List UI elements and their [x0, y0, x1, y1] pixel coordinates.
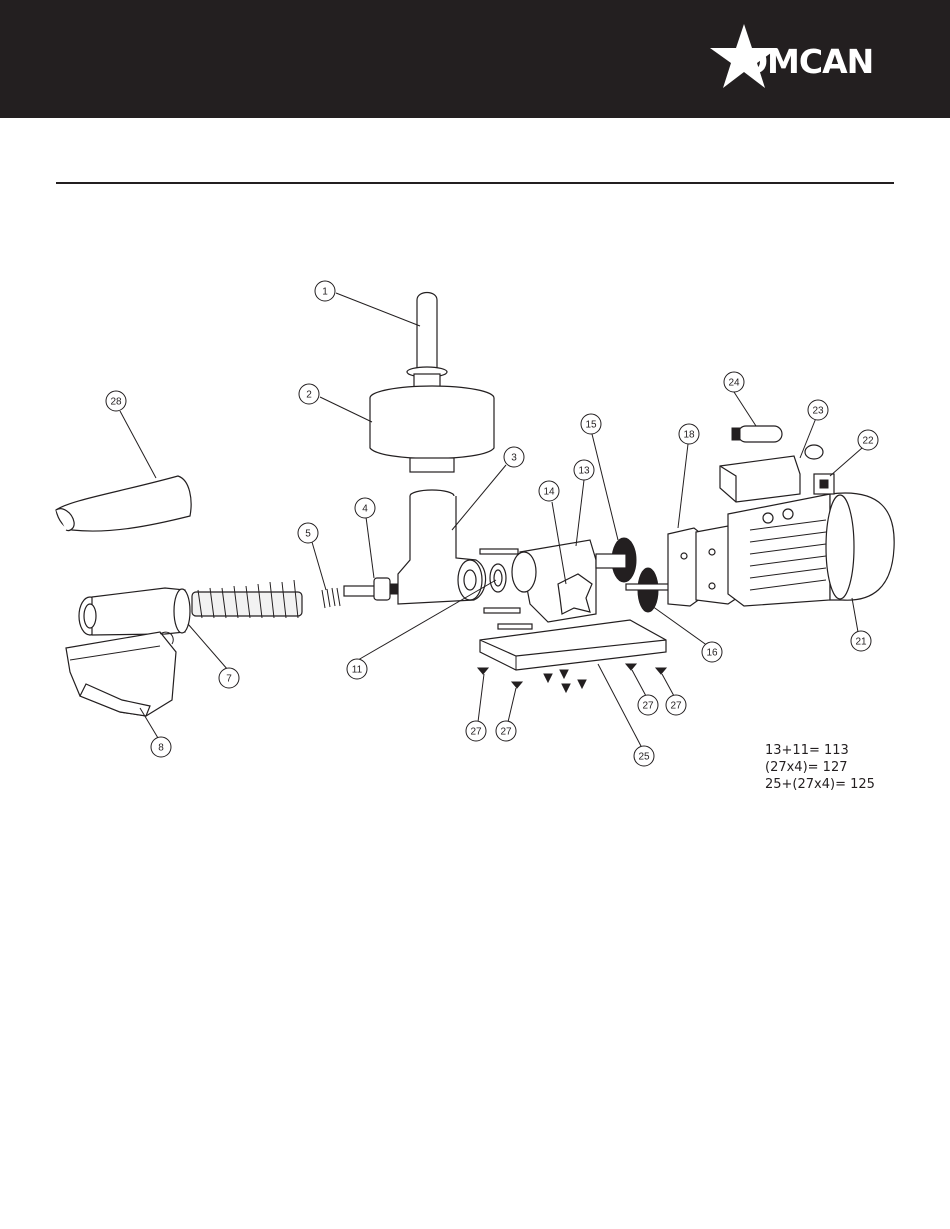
part-11-coupling [490, 564, 506, 592]
svg-text:15: 15 [585, 420, 597, 431]
part-23-terminal-box [720, 456, 800, 502]
callout-13: 13 [574, 460, 594, 480]
callout-27-c: 27 [638, 695, 658, 715]
svg-text:4: 4 [362, 504, 368, 515]
part-3-body [398, 490, 486, 604]
svg-text:16: 16 [706, 648, 718, 659]
svg-text:28: 28 [110, 397, 122, 408]
callout-1: 1 [315, 281, 335, 301]
svg-text:5: 5 [305, 529, 311, 540]
callout-16: 16 [702, 642, 722, 662]
callout-28: 28 [106, 391, 126, 411]
part-4-shaft [344, 578, 398, 600]
part-8-tray [66, 632, 176, 716]
callout-27-a: 27 [466, 721, 486, 741]
svg-text:23: 23 [812, 406, 824, 417]
callout-25: 25 [634, 746, 654, 766]
svg-text:27: 27 [670, 701, 682, 712]
part-24-capacitor [732, 426, 782, 442]
callout-15: 15 [581, 414, 601, 434]
callout-5: 5 [298, 523, 318, 543]
svg-text:25: 25 [638, 752, 650, 763]
svg-text:18: 18 [683, 430, 695, 441]
svg-text:27: 27 [470, 727, 482, 738]
callout-14: 14 [539, 481, 559, 501]
note-line: 25+(27x4)= 125 [765, 776, 875, 793]
callout-2: 2 [299, 384, 319, 404]
part-2-hopper [370, 386, 494, 472]
callout-23: 23 [808, 400, 828, 420]
auger-screw [192, 580, 302, 618]
svg-text:8: 8 [158, 743, 164, 754]
callout-21: 21 [851, 631, 871, 651]
part-15-gear [596, 538, 636, 582]
part-13-gearbox [512, 540, 596, 622]
svg-text:22: 22 [862, 436, 874, 447]
svg-text:1: 1 [322, 287, 328, 298]
note-line: (27x4)= 127 [765, 759, 875, 776]
part-28-cover [56, 476, 191, 531]
callout-3: 3 [504, 447, 524, 467]
callout-11: 11 [347, 659, 367, 679]
assembly-notes: 13+11= 113 (27x4)= 127 25+(27x4)= 125 [765, 742, 875, 793]
note-line: 13+11= 113 [765, 742, 875, 759]
callout-18: 18 [679, 424, 699, 444]
svg-text:13: 13 [578, 466, 590, 477]
part-27-feet [478, 664, 666, 692]
svg-text:27: 27 [642, 701, 654, 712]
callout-4: 4 [355, 498, 375, 518]
callout-24: 24 [724, 372, 744, 392]
part-5-spring [322, 588, 340, 608]
svg-text:24: 24 [728, 378, 740, 389]
svg-text:3: 3 [511, 453, 517, 464]
callout-22: 22 [858, 430, 878, 450]
part-7-nozzle [79, 588, 190, 635]
svg-text:2: 2 [306, 390, 312, 401]
callout-27-d: 27 [666, 695, 686, 715]
svg-text:7: 7 [226, 674, 232, 685]
part-21-motor [728, 493, 894, 606]
svg-text:21: 21 [855, 637, 867, 648]
callout-7: 7 [219, 668, 239, 688]
part-22-switch [805, 445, 834, 494]
svg-text:11: 11 [352, 665, 363, 676]
callout-27-b: 27 [496, 721, 516, 741]
svg-text:14: 14 [543, 487, 555, 498]
callout-8: 8 [151, 737, 171, 757]
svg-text:27: 27 [500, 727, 512, 738]
